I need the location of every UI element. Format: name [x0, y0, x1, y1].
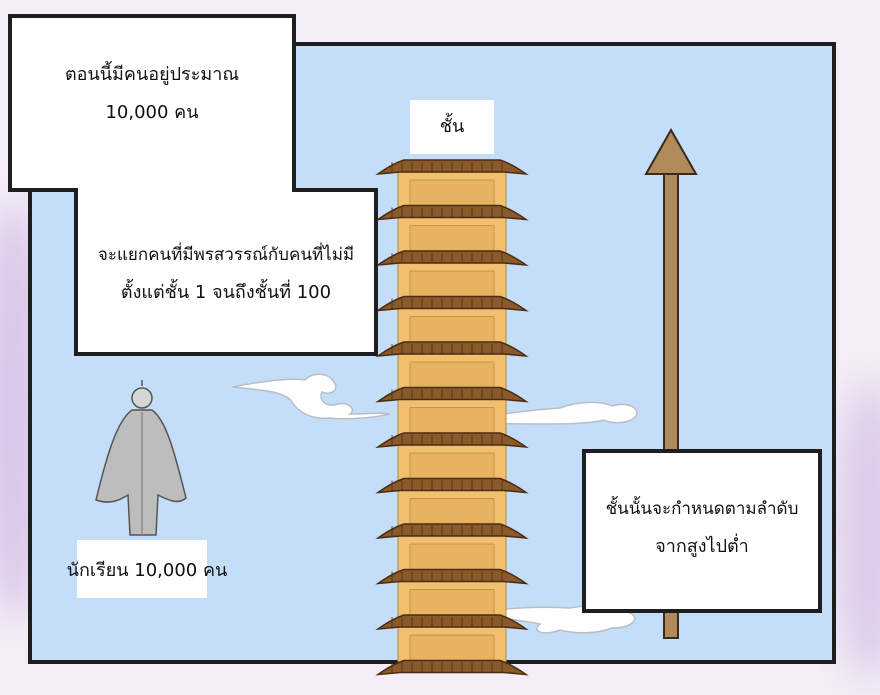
cloud-icon [464, 401, 638, 425]
caption-top-line2: 10,000 คน [105, 102, 199, 123]
caption-top-line1: ตอนนี้มีคนอยู่ประมาณ [64, 64, 240, 85]
students-label: นักเรียน 10,000 คน [66, 560, 228, 581]
caption-right-line2: จากสูงไปต่ำ [655, 536, 749, 557]
caption-box-right [582, 449, 822, 613]
tower-window [409, 225, 495, 254]
caption-box-join [78, 186, 292, 196]
students-label-box [77, 540, 207, 598]
pagoda-tower-icon [375, 159, 529, 676]
tower-window [409, 361, 495, 390]
tower-window [409, 179, 495, 208]
tower-label: ชั้น [439, 116, 465, 137]
tower-window [409, 316, 495, 345]
caption-middle-line1: จะแยกคนที่มีพรสวรรณ์กับคนที่ไม่มี [97, 245, 355, 265]
tower-window [409, 589, 495, 618]
cloud-icon [231, 373, 391, 420]
tower-window [409, 452, 495, 481]
caption-middle-line2: ตั้งแต่ชั้น 1 จนถึงชั้นที่ 100 [120, 282, 332, 303]
tower-window [409, 543, 495, 572]
scholar-figure-icon [95, 380, 187, 536]
tower-window [409, 270, 495, 299]
tower-window [409, 634, 495, 663]
tower-window [409, 498, 495, 527]
caption-right-line1: ชั้นนั้นจะกำหนดตามลำดับ [605, 499, 799, 519]
tower-window [409, 407, 495, 436]
caption-box-middle [74, 188, 378, 356]
tower-label-box [410, 100, 494, 154]
